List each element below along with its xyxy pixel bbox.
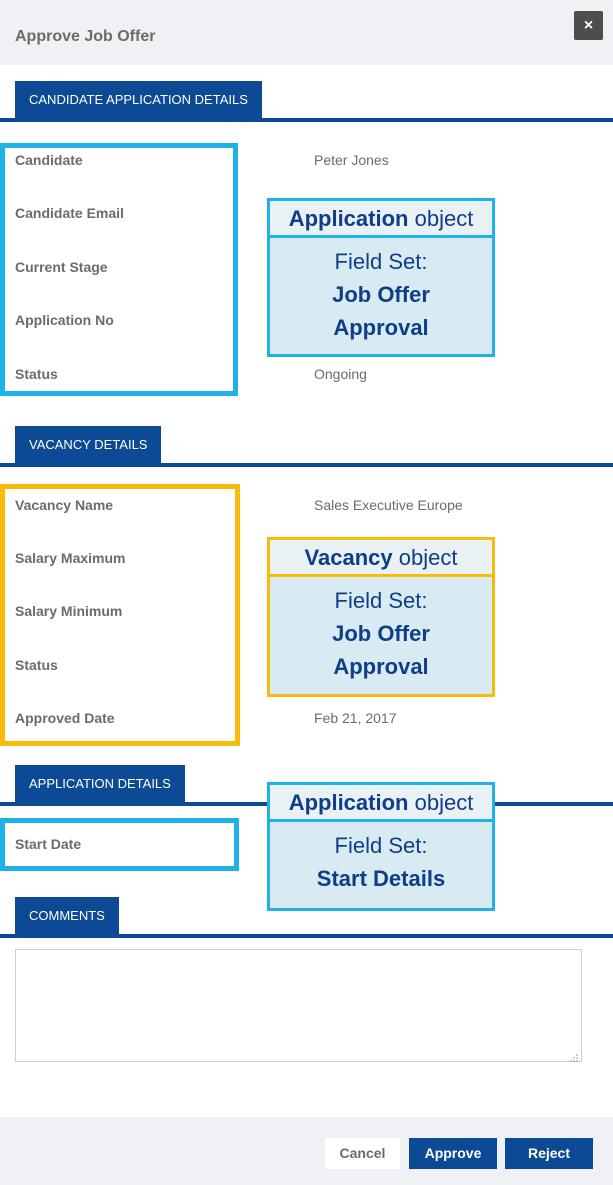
callout-header: Vacancy object	[270, 540, 492, 577]
callout-header: Application object	[270, 201, 492, 238]
field-value-candidate: Peter Jones	[314, 152, 389, 168]
callout-object-suffix: object	[414, 790, 474, 815]
cancel-button[interactable]: Cancel	[325, 1138, 400, 1169]
callout-object-name: Application	[288, 206, 409, 231]
section-tab-application-details: APPLICATION DETAILS	[15, 765, 185, 802]
field-label-status: Status	[15, 366, 58, 382]
callout-field-set-name: Job Offer	[332, 621, 430, 646]
field-label-salary-minimum: Salary Minimum	[15, 603, 123, 619]
callout-body: Field Set: Job Offer Approval	[270, 577, 492, 694]
section-divider	[0, 118, 613, 122]
callout-field-set-name: Approval	[333, 315, 429, 340]
callout-header: Application object	[270, 785, 492, 822]
field-label-start-date: Start Date	[15, 836, 82, 852]
section-tab-vacancy-details: VACANCY DETAILS	[15, 426, 162, 463]
close-icon[interactable]: ×	[574, 11, 603, 40]
highlight-box-start-date	[0, 818, 239, 871]
field-label-salary-maximum: Salary Maximum	[15, 550, 126, 566]
field-label-candidate: Candidate	[15, 152, 83, 168]
section-divider	[0, 463, 613, 467]
field-value-status: Ongoing	[314, 366, 367, 382]
callout-field-set-name: Job Offer	[332, 282, 430, 307]
callout-field-set-label: Field Set:	[334, 249, 428, 274]
field-label-application-no: Application No	[15, 312, 114, 328]
field-label-vacancy-name: Vacancy Name	[15, 497, 114, 513]
callout-object-suffix: object	[414, 206, 474, 231]
callout-object-suffix: object	[398, 545, 458, 570]
callout-field-set-label: Field Set:	[334, 833, 428, 858]
callout-application-job-offer-approval: Application object Field Set: Job Offer …	[267, 198, 495, 357]
comments-textarea[interactable]	[15, 949, 582, 1062]
field-label-approved-date: Approved Date	[15, 710, 115, 726]
reject-button[interactable]: Reject	[505, 1138, 593, 1169]
callout-vacancy-job-offer-approval: Vacancy object Field Set: Job Offer Appr…	[267, 537, 495, 697]
callout-object-name: Application	[288, 790, 409, 815]
callout-field-set-name: Approval	[333, 654, 429, 679]
dialog-header: Approve Job Offer ×	[0, 0, 613, 65]
field-label-candidate-email: Candidate Email	[15, 205, 124, 221]
field-value-vacancy-name: Sales Executive Europe	[314, 497, 463, 513]
callout-body: Field Set: Start Details	[270, 822, 492, 908]
field-value-approved-date: Feb 21, 2017	[314, 710, 397, 726]
callout-object-name: Vacancy	[304, 545, 393, 570]
callout-field-set-name: Start Details	[316, 866, 446, 891]
field-label-vacancy-status: Status	[15, 657, 58, 673]
highlight-box-application-fields	[0, 143, 238, 396]
resize-grip-icon[interactable]	[569, 1050, 579, 1062]
section-tab-candidate-application-details: CANDIDATE APPLICATION DETAILS	[15, 81, 262, 118]
section-divider	[0, 934, 613, 938]
field-label-current-stage: Current Stage	[15, 259, 108, 275]
callout-field-set-label: Field Set:	[334, 588, 428, 613]
approve-button[interactable]: Approve	[409, 1138, 497, 1169]
section-tab-comments: COMMENTS	[15, 897, 119, 934]
callout-application-start-details: Application object Field Set: Start Deta…	[267, 782, 495, 911]
callout-body: Field Set: Job Offer Approval	[270, 238, 492, 354]
dialog-title: Approve Job Offer	[15, 28, 156, 45]
highlight-box-vacancy-fields	[0, 484, 240, 746]
